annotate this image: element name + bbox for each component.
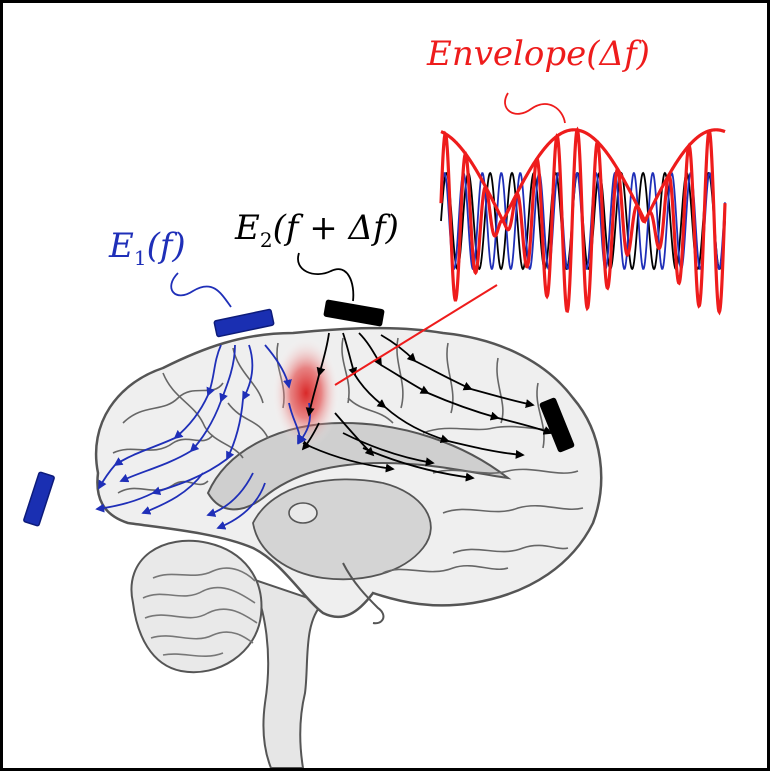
electrode-e1-top: [213, 308, 275, 338]
electrode-e1-left: [23, 471, 55, 527]
e1-label-main: E: [108, 226, 134, 266]
e2-label-arg: (f + Δf): [273, 208, 399, 248]
e1-label-arg: (f): [147, 226, 186, 266]
field-2-arrows: [301, 332, 553, 482]
cerebellum: [130, 539, 263, 674]
e2-label-main: E: [234, 208, 260, 248]
e2-label: E2(f + Δf): [234, 208, 399, 252]
focus-region-glow: [272, 337, 340, 449]
electrode-e2-right: [539, 397, 575, 453]
e2-label-sub: 2: [260, 228, 273, 252]
envelope-label: Envelope(Δf): [426, 34, 650, 74]
envelope-leader-line: [504, 92, 566, 124]
e1-label-sub: 1: [134, 246, 147, 270]
focus-connector-line: [334, 284, 498, 386]
wave-envelope: [440, 128, 726, 225]
hypothalamus: [342, 562, 385, 625]
wave-sum: [439, 126, 727, 316]
diagram-canvas: E1(f) E2(f + Δf) Envelope(Δf): [23, 34, 727, 768]
brainstem: [246, 576, 325, 768]
interference-waveform: [439, 126, 727, 316]
brain-illustration: [94, 326, 603, 768]
pineal-area: [288, 502, 318, 524]
electrode-e2-top: [323, 299, 385, 327]
field-1-arrows: [95, 344, 312, 530]
e1-label: E1(f): [108, 226, 186, 270]
e1-leader-line: [170, 272, 232, 308]
e2-leader-line: [297, 252, 355, 302]
